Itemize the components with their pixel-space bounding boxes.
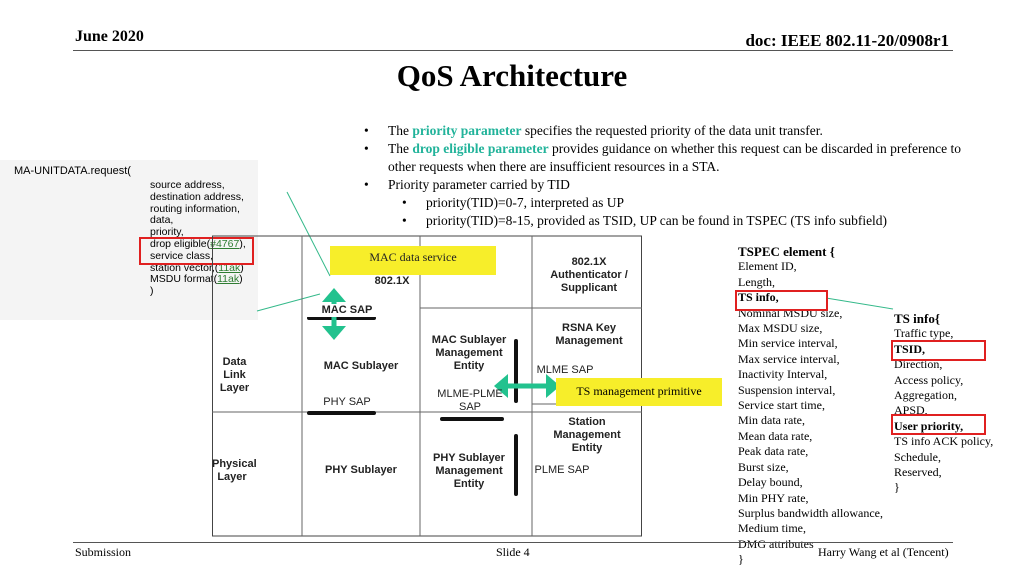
param-source: source address, [150, 179, 225, 191]
label-mlme-plme-sap: MLME-PLME SAP [437, 388, 503, 413]
tspec-field: Burst size, [738, 459, 789, 474]
tspec-field: Inactivity Interval, [738, 367, 828, 382]
ts-info-highlight-box [735, 290, 828, 311]
param-drop-eligible: drop eligible(#4767), [150, 237, 246, 250]
param-data: data, [150, 214, 174, 227]
tspec-element: TSPEC element { Element ID, Length, TS i… [738, 244, 883, 568]
ts-info-field: Traffic type, [894, 326, 954, 341]
priority-term: priority parameter [412, 123, 522, 138]
msdu-format-link[interactable]: 11ak [217, 273, 240, 286]
param-msdu-format: MSDU format(11ak) [150, 273, 243, 286]
ts-info-field: TS info ACK policy, [894, 434, 994, 449]
tspec-field: Length, [738, 274, 775, 289]
tspec-field-ts-info: TS info, [738, 290, 779, 305]
header-rule [73, 50, 953, 51]
label-rsna: RSNA Key Management [555, 322, 623, 347]
label-physical-layer: Physical Layer [212, 458, 257, 483]
tspec-field: Element ID, [738, 259, 797, 274]
ma-unitdata-title: MA-UNITDATA.request( [14, 165, 131, 177]
footer-rule [73, 542, 953, 543]
header-date: June 2020 [75, 28, 144, 45]
param-station-vector: station vector,(11ak) [150, 261, 244, 274]
ts-info-field-user-priority: User priority, [894, 418, 964, 433]
label-authenticator: 802.1X Authenticator / Supplicant [550, 256, 628, 294]
ts-info-title: TS info{ [894, 311, 940, 326]
ts-info-element: TS info{ Traffic type, TSID, Direction, … [894, 311, 993, 496]
ma-unitdata-snippet: MA-UNITDATA.request( source address, des… [0, 160, 258, 320]
user-priority-highlight-box [891, 414, 986, 435]
tspec-field: Service start time, [738, 398, 825, 413]
tspec-field: Mean data rate, [738, 428, 813, 443]
footer-slide-number: Slide 4 [496, 545, 530, 559]
tspec-field: Min data rate, [738, 413, 805, 428]
param-routing: routing information, [150, 202, 240, 215]
label-8021x: 802.1X [374, 275, 410, 287]
priority-highlight-box [139, 237, 254, 265]
sub-bullet-up: priority(TID)=0-7, interpreted as UP [360, 194, 980, 212]
label-data-link-layer: Data Link Layer [219, 356, 250, 394]
bullet-tid: Priority parameter carried by TID [360, 176, 980, 194]
tspec-field: Max service interval, [738, 351, 840, 366]
label-mac-mgmt-entity: MAC Sublayer Management Entity [431, 334, 507, 372]
label-plme-sap: PLME SAP [534, 464, 590, 476]
tsid-highlight-box [891, 340, 986, 361]
footer-submission: Submission [75, 545, 132, 559]
label-sme: Station Management Entity [553, 416, 621, 454]
bullet-drop-eligible: The drop eligible parameter provides gui… [360, 140, 980, 176]
label-mac-sap: MAC SAP [307, 304, 387, 317]
tspec-field: Surplus bandwidth allowance, [738, 505, 883, 520]
ts-info-field: Reserved, [894, 465, 942, 480]
ts-info-close: } [894, 480, 900, 495]
label-phy-mgmt-entity: PHY Sublayer Management Entity [433, 452, 505, 490]
label-mac-sublayer: MAC Sublayer [323, 360, 399, 372]
tspec-field: Delay bound, [738, 475, 803, 490]
bullet-list: The priority parameter specifies the req… [360, 122, 980, 230]
tspec-field: Min service interval, [738, 336, 838, 351]
diagram-frame [212, 235, 642, 537]
ts-management-callout: TS management primitive [556, 378, 722, 406]
station-vector-link[interactable]: 11ak [218, 261, 241, 274]
label-phy-sap: PHY SAP [323, 396, 371, 408]
label-phy-sublayer: PHY Sublayer [325, 464, 397, 476]
ts-info-field: Access policy, [894, 372, 964, 387]
sub-bullet-tsid: priority(TID)=8-15, provided as TSID, UP… [360, 212, 980, 230]
tspec-field: Suspension interval, [738, 382, 836, 397]
drop-eligible-term: drop eligible parameter [412, 141, 549, 156]
tspec-title: TSPEC element { [738, 244, 835, 259]
tspec-field: Max MSDU size, [738, 321, 823, 336]
tspec-field: Peak data rate, [738, 444, 809, 459]
label-mlme-sap: MLME SAP [536, 364, 594, 376]
ma-unitdata-params: source address, destination address, rou… [150, 179, 246, 298]
tspec-field: DMG attributes [738, 536, 814, 551]
tspec-close: } [738, 552, 744, 567]
drop-eligible-link[interactable]: #4767 [210, 237, 240, 250]
param-service-class: service class, [150, 249, 214, 262]
param-destination: destination address, [150, 190, 244, 203]
ts-info-field: Aggregation, [894, 388, 957, 403]
tspec-field: Min PHY rate, [738, 490, 809, 505]
header-doc-id: doc: IEEE 802.11-20/0908r1 [745, 31, 949, 50]
footer-author: Harry Wang et al (Tencent) [818, 545, 949, 559]
mac-data-service-callout: MAC data service [330, 246, 496, 275]
horizontal-double-arrow-icon [494, 374, 560, 398]
ts-info-field: APSD, [894, 403, 928, 418]
slide-title: QoS Architecture [396, 58, 628, 93]
ts-info-field: Schedule, [894, 449, 941, 464]
ts-info-field-tsid: TSID, [894, 341, 926, 356]
architecture-diagram: MAC data service 802.1X 802.1X Authentic… [212, 226, 642, 538]
param-close: ) [150, 285, 154, 298]
param-priority: priority, [150, 226, 184, 239]
tspec-field: Medium time, [738, 521, 806, 536]
bullet-priority: The priority parameter specifies the req… [360, 122, 980, 140]
